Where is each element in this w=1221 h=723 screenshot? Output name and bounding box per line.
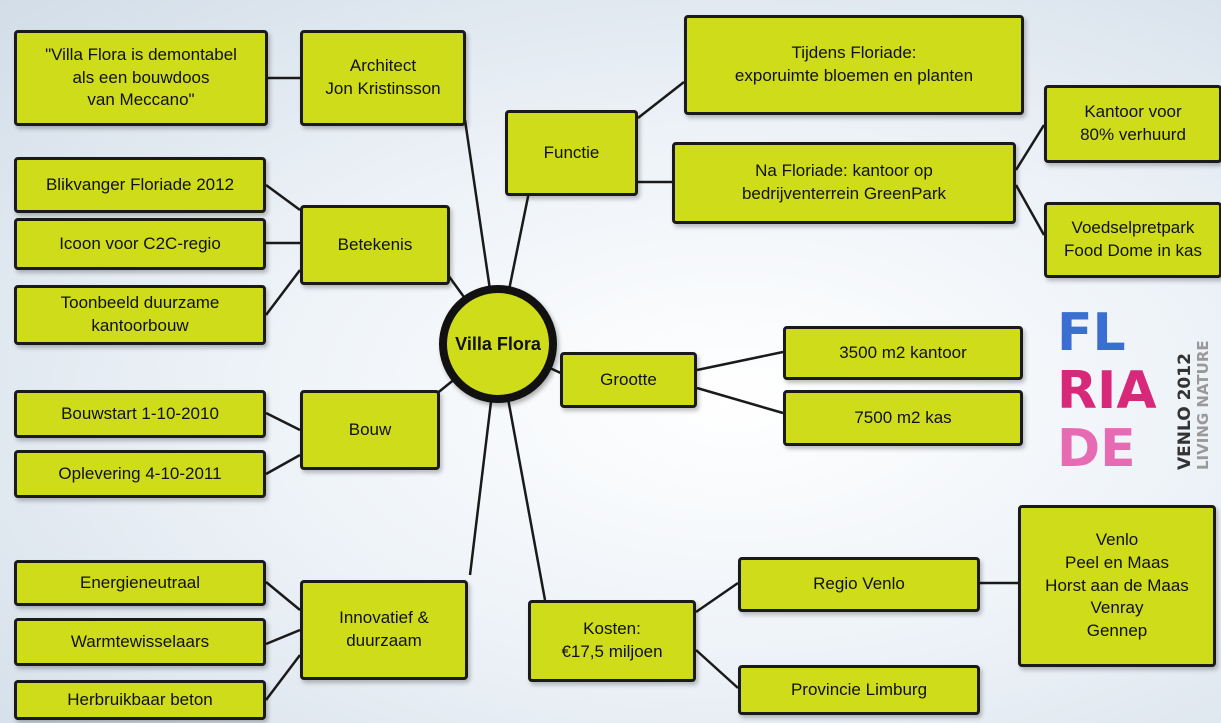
kosten-regio-list: Venlo Peel en Maas Horst aan de Maas Ven…	[1018, 505, 1216, 667]
bouw-item-1: Bouwstart 1-10-2010	[14, 390, 266, 438]
logo-row-2: RIA	[1057, 361, 1157, 421]
architect-node: Architect Jon Kristinsson	[300, 30, 466, 126]
center-label: Villa Flora	[455, 333, 541, 354]
innovatief-item-1: Energieneutraal	[14, 560, 266, 606]
innovatief-node: Innovatief & duurzaam	[300, 580, 468, 680]
logo-row-3: DE	[1057, 419, 1136, 479]
functie-tijdens: Tijdens Floriade: exporuimte bloemen en …	[684, 15, 1024, 115]
kosten-provincie: Provincie Limburg	[738, 665, 980, 715]
floriade-logo: FL RIA DE VENLO 2012 LIVING NATURE	[1057, 303, 1212, 479]
functie-node: Functie	[505, 110, 638, 196]
center-node: Villa Flora	[439, 285, 557, 403]
bouw-node: Bouw	[300, 390, 440, 470]
innovatief-item-3: Herbruikbaar beton	[14, 680, 266, 720]
logo-side-text-1: VENLO 2012	[1175, 353, 1195, 470]
kosten-regio: Regio Venlo	[738, 557, 980, 612]
grootte-item-2: 7500 m2 kas	[783, 390, 1023, 446]
betekenis-item-2: Icoon voor C2C-regio	[14, 218, 266, 270]
grootte-node: Grootte	[560, 352, 697, 408]
betekenis-item-3: Toonbeeld duurzame kantoorbouw	[14, 285, 266, 345]
betekenis-node: Betekenis	[300, 205, 450, 285]
functie-kantoor: Kantoor voor 80% verhuurd	[1044, 85, 1221, 163]
grootte-item-1: 3500 m2 kantoor	[783, 326, 1023, 380]
functie-na: Na Floriade: kantoor op bedrijventerrein…	[672, 142, 1016, 224]
innovatief-item-2: Warmtewisselaars	[14, 618, 266, 666]
logo-side-text-2: LIVING NATURE	[1194, 340, 1212, 470]
betekenis-item-1: Blikvanger Floriade 2012	[14, 157, 266, 213]
logo-row-1: FL	[1057, 303, 1126, 363]
bouw-item-2: Oplevering 4-10-2011	[14, 450, 266, 498]
quote-box: "Villa Flora is demontabel als een bouwd…	[14, 30, 268, 126]
functie-voedsel: Voedselpretpark Food Dome in kas	[1044, 202, 1221, 278]
kosten-node: Kosten: €17,5 miljoen	[528, 600, 696, 682]
